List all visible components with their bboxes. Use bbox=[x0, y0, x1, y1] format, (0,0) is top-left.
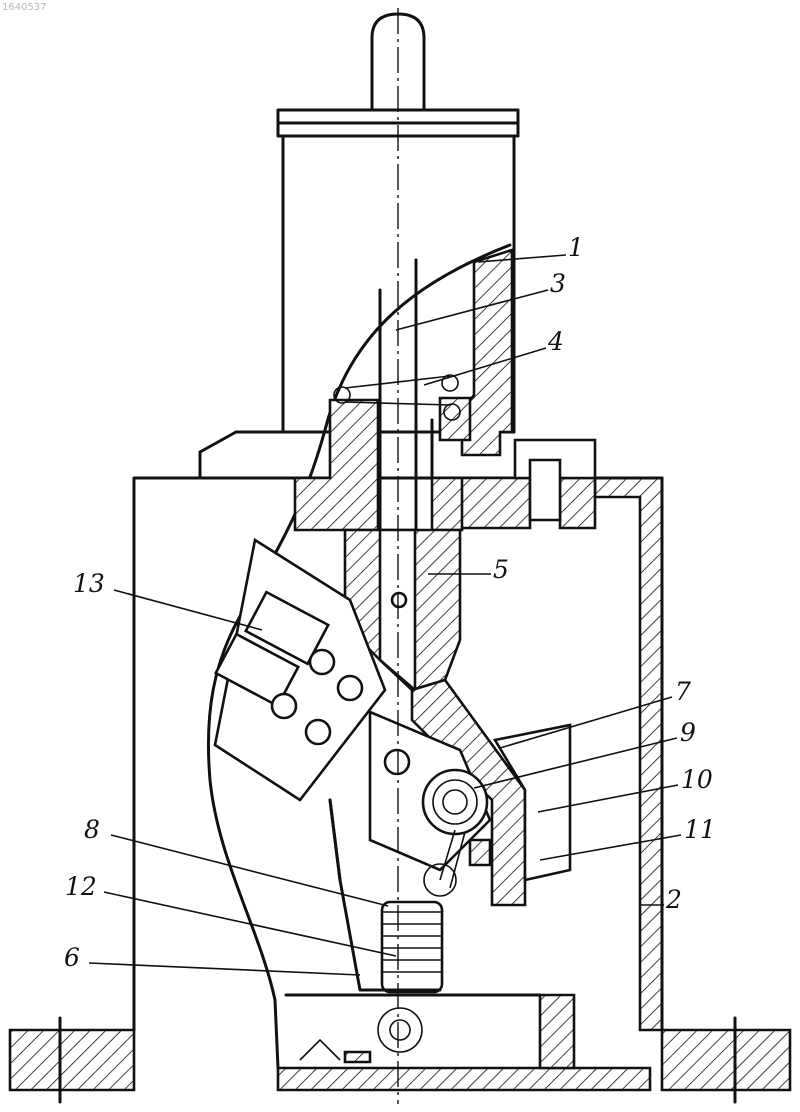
torsion-spring-9 bbox=[423, 770, 487, 834]
callout-13: 13 bbox=[73, 569, 105, 598]
callout-5: 5 bbox=[493, 555, 509, 584]
callout-11: 11 bbox=[684, 815, 716, 844]
callout-8: 8 bbox=[84, 815, 100, 844]
callout-4: 4 bbox=[547, 327, 564, 356]
corner-code: 1640537 bbox=[2, 2, 47, 13]
callout-3: 3 bbox=[550, 269, 566, 298]
callout-7: 7 bbox=[675, 677, 691, 706]
callout-12: 12 bbox=[65, 872, 97, 901]
callout-9: 9 bbox=[680, 718, 696, 747]
callout-10: 10 bbox=[681, 765, 713, 794]
callout-6: 6 bbox=[64, 943, 80, 972]
callout-1: 1 bbox=[568, 233, 584, 262]
callout-2: 2 bbox=[665, 885, 682, 914]
sleeve-1 bbox=[440, 250, 512, 455]
base-details bbox=[300, 1040, 370, 1062]
